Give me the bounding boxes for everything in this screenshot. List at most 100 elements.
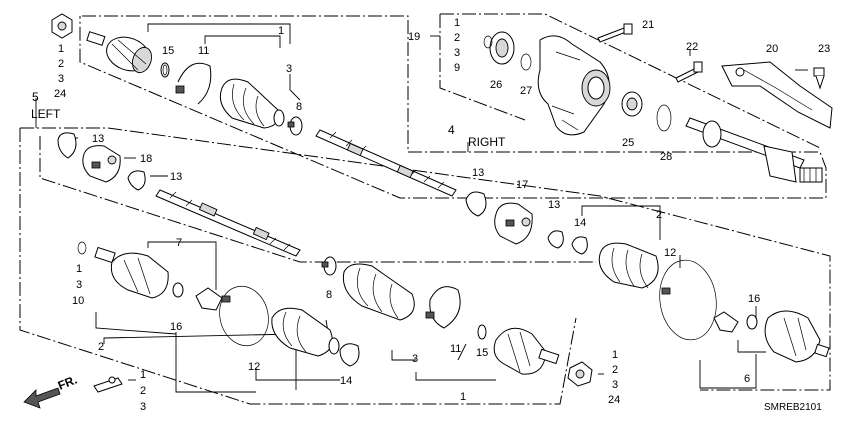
heat-shield-20 (721, 61, 833, 129)
left-assembly-outline (20, 127, 831, 391)
callout-20: 20 (766, 43, 778, 55)
callout-15: 15 (162, 45, 174, 57)
callout-22: 22 (686, 41, 698, 53)
left-inner-boot-band-14 (339, 343, 360, 367)
callout-3: 3 (454, 47, 460, 59)
callout-12: 12 (664, 247, 676, 259)
knuckle-group-outline (440, 13, 821, 149)
callout-25: 25 (622, 137, 634, 149)
callout-12: 12 (248, 361, 260, 373)
callout-2: 2 (140, 385, 146, 397)
bolt-22 (675, 61, 703, 83)
callout-13: 13 (472, 167, 484, 179)
callout-19: 19 (408, 31, 420, 43)
left-inner-joint-housing (94, 246, 169, 299)
callout-2: 2 (612, 364, 618, 376)
left-inner-joint-18 (82, 145, 121, 183)
right-inner-boot (598, 242, 659, 289)
callout-14: 14 (574, 217, 586, 229)
callout-2: 2 (58, 58, 64, 70)
callout-8: 8 (296, 101, 302, 113)
right-intermediate-shaft (685, 117, 823, 183)
callout-labels: 1 2 3 24 15 11 1 3 8 19 1 2 3 9 26 27 21… (54, 17, 830, 413)
dynamic-damper-1 (93, 376, 123, 393)
callout-21: 21 (642, 19, 654, 31)
callout-1: 1 (454, 17, 460, 29)
callout-13: 13 (92, 133, 104, 145)
callout-2: 2 (656, 209, 662, 221)
left-assembly-outline-side (19, 128, 577, 405)
left-lock-nut-24 (567, 361, 593, 387)
callout-1: 1 (140, 369, 146, 381)
bearing-25 (621, 91, 643, 117)
callout-10: 10 (72, 295, 84, 307)
callout-1: 1 (278, 25, 284, 37)
right-inner-boot-band-13 (465, 191, 487, 217)
top-left-lock-nut (51, 13, 73, 39)
snap-ring-28 (656, 104, 672, 132)
left-outer-boot-band-15 (477, 324, 487, 340)
right-inner-boot-band-13b (547, 230, 564, 249)
callout-14: 14 (340, 375, 352, 387)
callout-17: 17 (516, 179, 528, 191)
right-outer-boot (219, 78, 285, 129)
front-direction-label: FR. (56, 373, 79, 393)
left-outer-boot-band-11 (425, 286, 461, 329)
callout-27: 27 (520, 85, 532, 97)
left-boot-band-13a (57, 132, 77, 159)
middle-shaft-band (39, 136, 596, 263)
callout-24: 24 (608, 394, 620, 406)
callout-1: 1 (58, 43, 64, 55)
left-heading: LEFT (31, 107, 61, 121)
bolt-23 (813, 67, 825, 90)
diagram-code: SMREB2101 (764, 402, 822, 413)
right-inner-joint-6 (713, 310, 830, 363)
left-inner-boot-band-12 (219, 285, 269, 347)
callout-11: 11 (450, 343, 461, 355)
callout-9: 9 (454, 62, 460, 74)
callout-26: 26 (490, 79, 502, 91)
callout-2: 2 (98, 341, 104, 353)
callout-16: 16 (748, 293, 760, 305)
callout-3: 3 (412, 353, 418, 365)
lower-left-snap-ring (77, 241, 87, 255)
right-inner-boot-band-14 (571, 236, 588, 255)
assembly-outlines (19, 13, 831, 405)
callout-2: 2 (454, 32, 460, 44)
right-assembly-outline (79, 15, 827, 199)
callout-18: 18 (140, 153, 152, 165)
left-assembly-ref: 5 (32, 90, 39, 104)
left-boot-band-8 (321, 256, 337, 276)
knuckle-19 (537, 35, 611, 136)
callout-1: 1 (612, 349, 618, 361)
callout-3: 3 (140, 401, 146, 413)
front-direction-arrow: FR. (23, 373, 79, 409)
snap-ring-27 (520, 53, 532, 71)
callout-8: 8 (326, 289, 332, 301)
callout-3: 3 (58, 73, 64, 85)
left-tripod-16 (172, 282, 223, 311)
right-outer-cv-joint (86, 31, 153, 74)
callout-28: 28 (660, 151, 672, 163)
callout-15: 15 (476, 347, 488, 359)
left-shaft (155, 189, 301, 257)
left-outer-boot (342, 263, 415, 321)
callout-16: 16 (170, 321, 182, 333)
bolt-21 (597, 23, 633, 43)
right-outer-boot-band-small (160, 62, 170, 78)
callout-3: 3 (612, 379, 618, 391)
callout-1: 1 (76, 263, 82, 275)
right-outer-boot-band-large (175, 62, 212, 105)
right-inner-joint-17 (494, 202, 533, 245)
knuckle-group-outline-left (439, 14, 526, 121)
callout-7: 7 (176, 237, 182, 249)
right-heading: RIGHT (468, 135, 506, 149)
right-inner-boot-band-12 (659, 259, 717, 341)
callout-24: 24 (54, 88, 66, 100)
callout-23: 23 (818, 43, 830, 55)
callout-3: 3 (286, 63, 292, 75)
right-assembly-ref: 4 (448, 123, 455, 137)
callout-11: 11 (198, 45, 209, 57)
left-boot-band-13b (127, 170, 146, 191)
